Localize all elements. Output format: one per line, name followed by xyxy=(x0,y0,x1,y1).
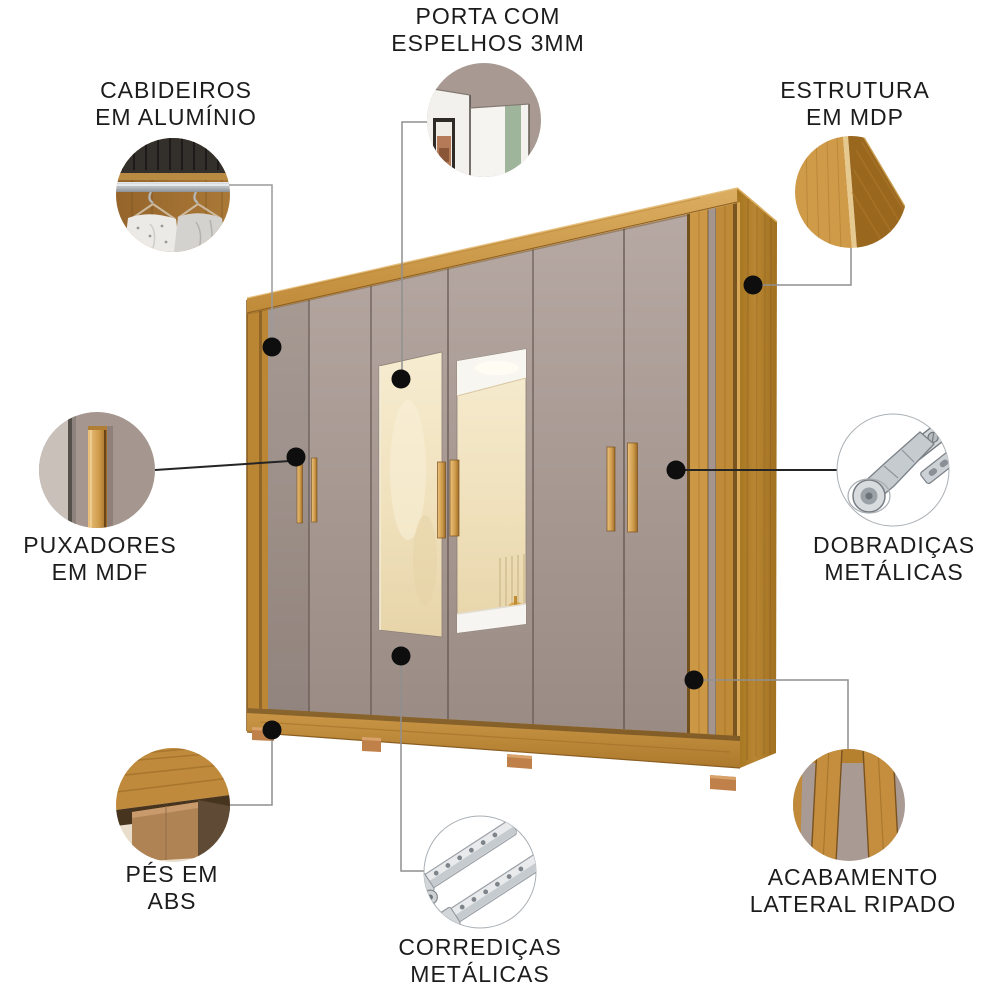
feature-markers xyxy=(262,275,763,740)
connector-corredicas xyxy=(400,663,424,872)
detail-circle-pes xyxy=(116,748,230,862)
label-line: METÁLICAS xyxy=(824,559,964,585)
callout-label-corredicas: CORREDIÇAS METÁLICAS xyxy=(398,934,561,988)
label-line: DOBRADIÇAS xyxy=(812,532,976,558)
handle-pair-right[interactable] xyxy=(606,442,638,533)
detail-circle-porta-espelhos xyxy=(427,63,541,177)
wardrobe-right-side-panel xyxy=(736,187,778,768)
callout-label-dobradicas: DOBRADIÇAS METÁLICAS xyxy=(813,532,975,586)
connector-pes xyxy=(230,737,273,806)
door-top-shadow xyxy=(246,203,738,315)
mdf-handle xyxy=(88,426,107,528)
detail-circle-puxadores xyxy=(39,412,155,528)
label-line: ACABAMENTO xyxy=(767,864,939,890)
label-line: LATERAL RIPADO xyxy=(749,891,957,917)
callout-label-cabideiros: CABIDEIROS EM ALUMÍNIO xyxy=(95,77,257,131)
label-line: PUXADORES xyxy=(23,532,177,558)
hinge-drawing xyxy=(847,423,949,514)
label-line: ESTRUTURA xyxy=(780,77,930,103)
detail-circle-cabideiros xyxy=(116,138,230,252)
mirror-left xyxy=(378,351,443,638)
feature-dot-cabideiros[interactable] xyxy=(262,337,282,357)
green-reflection xyxy=(505,105,521,177)
callout-label-porta-espelhos: PORTA COM ESPELHOS 3MM xyxy=(391,3,585,57)
feature-dot-pes[interactable] xyxy=(262,720,282,740)
label-line: EM ALUMÍNIO xyxy=(95,104,257,130)
feature-dot-porta-espelhos[interactable] xyxy=(391,369,411,389)
feature-dot-estrutura[interactable] xyxy=(743,275,763,295)
label-line: EM MDF xyxy=(51,559,149,585)
detail-circle-estrutura xyxy=(795,136,907,248)
connector-estrutura xyxy=(760,248,852,286)
handle-pair-center[interactable] xyxy=(437,459,460,539)
callout-label-pes: PÉS EM ABS xyxy=(126,861,219,915)
foot-3 xyxy=(507,754,532,769)
detail-circle-dobradicas xyxy=(836,413,950,527)
detail-circle-acabamento xyxy=(793,749,905,861)
handle-pair-left[interactable] xyxy=(296,457,318,524)
callout-connectors xyxy=(154,121,852,872)
wardrobe xyxy=(246,187,778,791)
door-1[interactable] xyxy=(268,299,309,712)
connector-acabamento xyxy=(701,679,849,750)
label-line: ABS xyxy=(147,888,197,914)
label-line: CORREDIÇAS xyxy=(398,934,562,960)
callout-label-puxadores: PUXADORES EM MDF xyxy=(23,532,176,586)
feature-dot-corredicas[interactable] xyxy=(391,646,411,666)
feature-dot-dobradicas[interactable] xyxy=(666,460,686,480)
left-frame-groove xyxy=(259,308,262,716)
label-line: PÉS EM xyxy=(125,861,219,887)
label-line: ESPELHOS 3MM xyxy=(391,30,585,56)
label-line: CABIDEIROS xyxy=(100,77,252,103)
garment-white xyxy=(124,214,180,252)
foot-4 xyxy=(710,775,736,791)
label-line: PORTA COM xyxy=(415,3,561,29)
detail-circle-corredicas xyxy=(423,815,537,929)
wardrobe-top-bar xyxy=(246,187,738,314)
callout-label-acabamento: ACABAMENTO LATERAL RIPADO xyxy=(750,864,957,918)
door-handles[interactable] xyxy=(296,442,638,539)
feature-dot-puxadores[interactable] xyxy=(286,447,306,467)
label-line: METÁLICAS xyxy=(410,961,550,987)
mirror-right xyxy=(456,348,527,634)
abs-foot xyxy=(132,802,198,862)
connector-porta-espelhos xyxy=(401,121,428,372)
wardrobe-base xyxy=(246,708,741,769)
connector-cabideiros xyxy=(226,184,273,340)
framed-art-reflection xyxy=(433,118,455,172)
foot-2 xyxy=(362,737,381,752)
aluminium-rail xyxy=(116,182,230,192)
label-line: EM MDP xyxy=(806,104,904,130)
connector-puxadores xyxy=(154,460,291,471)
feature-dot-acabamento[interactable] xyxy=(684,670,704,690)
drawer-slides-drawing xyxy=(424,820,536,928)
callout-label-estrutura: ESTRUTURA EM MDP xyxy=(780,77,930,131)
